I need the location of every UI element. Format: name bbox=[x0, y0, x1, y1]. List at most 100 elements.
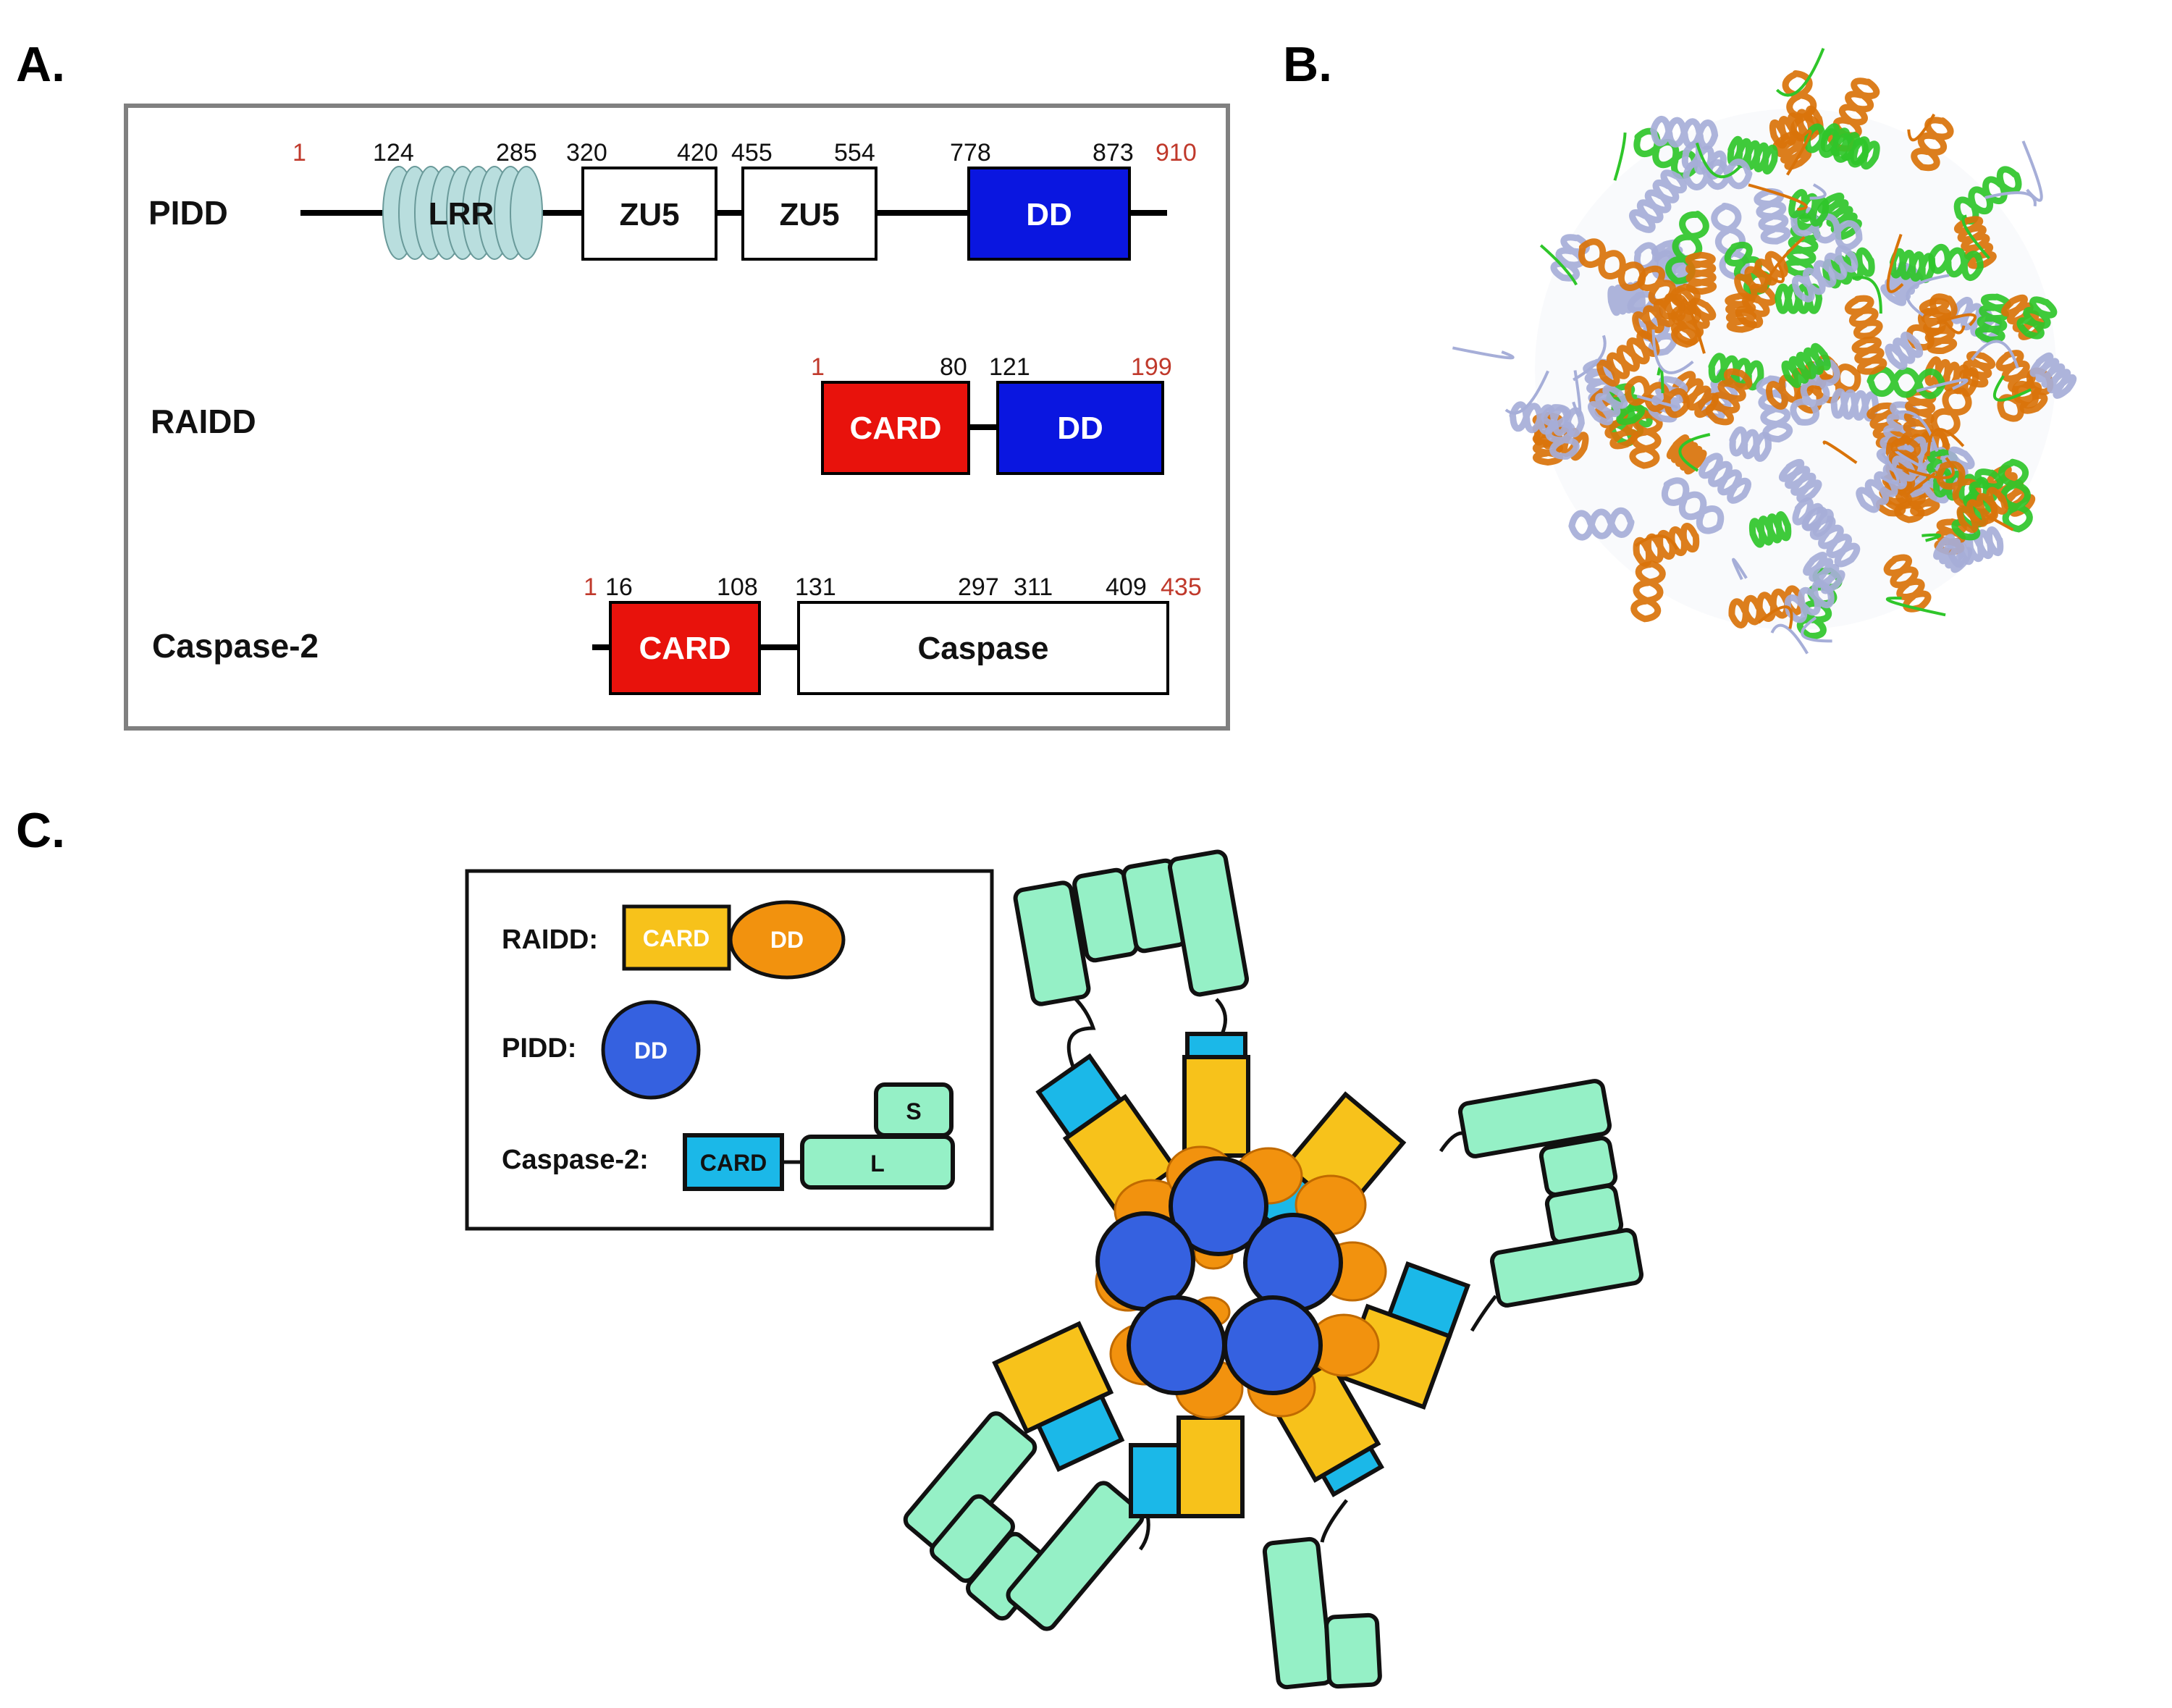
pidd-num-zu5-1-start: 320 bbox=[566, 139, 607, 167]
coil-loop bbox=[1678, 433, 1711, 472]
helix-ribbon bbox=[1754, 188, 1791, 245]
coil-loop bbox=[2021, 140, 2043, 202]
helix-ribbon bbox=[1998, 458, 2033, 533]
caspase-arm-top bbox=[1013, 849, 1250, 1006]
coil-loop bbox=[1681, 298, 1706, 354]
helix-ribbon bbox=[2029, 352, 2077, 399]
coil-loop bbox=[1921, 533, 1942, 542]
helix-ribbon bbox=[1727, 135, 1778, 174]
coil-loop bbox=[1539, 244, 1578, 286]
panel-a-domain-diagram: PIDD LRR ZU5 ZU5 DD 1 124 285 bbox=[124, 104, 1230, 731]
helix-ribbon bbox=[1933, 534, 1973, 573]
coil-loop bbox=[1785, 129, 1812, 176]
raidd-dd-label: DD bbox=[1057, 411, 1103, 446]
helix-ribbon bbox=[2016, 296, 2058, 340]
legend-caspase2-small-subunit bbox=[874, 1082, 954, 1137]
raidd-card bbox=[1182, 1055, 1250, 1158]
helix-ribbon bbox=[1974, 293, 2011, 343]
caspase2-name: Caspase-2 bbox=[152, 627, 319, 665]
caspase2-num-casp-start: 131 bbox=[795, 573, 836, 601]
panel-label-c: C. bbox=[16, 803, 65, 858]
piddosome-schematic bbox=[903, 849, 1644, 1690]
coil-loop bbox=[1573, 335, 1607, 382]
helix-ribbon bbox=[1830, 388, 1880, 422]
legend-pidd-dd-label: DD bbox=[634, 1038, 668, 1064]
caspase2-caspase-domain bbox=[797, 601, 1169, 695]
raidd-num-start: 1 bbox=[811, 353, 825, 381]
caspase-subunit bbox=[903, 1411, 1037, 1556]
legend-caspase2-card bbox=[683, 1133, 784, 1191]
raidd-row: RAIDD CARD DD 1 80 121 199 bbox=[151, 353, 1172, 475]
pidd-lrr-label: LRR bbox=[429, 196, 494, 232]
raidd-num-end: 199 bbox=[1131, 353, 1172, 381]
coil-loop bbox=[1984, 513, 2014, 531]
coil-loop bbox=[1651, 329, 1694, 374]
caspase-subunit bbox=[1167, 849, 1250, 997]
caspase-arm-bottom-left bbox=[903, 1411, 1145, 1631]
caspase2-row: Caspase-2 CARD Caspase 1 16 108 131 297 … bbox=[152, 573, 1202, 695]
pidd-dd bbox=[1223, 1295, 1323, 1395]
caspase2-num-card-start: 16 bbox=[605, 573, 633, 601]
helix-ribbon bbox=[1866, 402, 1906, 449]
pidd-num-lrr-start: 124 bbox=[373, 139, 414, 167]
helix-ribbon bbox=[1781, 342, 1831, 388]
legend-raidd-card bbox=[622, 904, 731, 971]
helix-ribbon bbox=[1725, 293, 1757, 333]
linker-right-upper bbox=[1439, 1131, 1466, 1153]
coil-loop bbox=[1942, 319, 1966, 335]
caspase2-num-297: 297 bbox=[958, 573, 999, 601]
pidd-dd bbox=[1243, 1213, 1343, 1313]
helix-ribbon bbox=[1748, 511, 1792, 548]
linker-bottom-right bbox=[1320, 1499, 1348, 1543]
helix-ribbon bbox=[1705, 368, 1753, 426]
helix-ribbon bbox=[1817, 193, 1862, 240]
ribbon-structure-image bbox=[1452, 48, 2077, 655]
helix-ribbon bbox=[1637, 265, 1687, 320]
raidd-num-card-end: 80 bbox=[940, 353, 967, 381]
caspase2-num-start: 1 bbox=[584, 573, 597, 601]
helix-ribbon bbox=[1632, 287, 1697, 340]
spoke-right bbox=[1339, 1261, 1471, 1410]
pidd-num-zu5-2-start: 455 bbox=[731, 139, 773, 167]
helix-ribbon bbox=[1661, 477, 1725, 534]
helix-ribbon bbox=[1685, 251, 1717, 295]
coil-loop bbox=[1770, 623, 1809, 655]
helix-ribbon bbox=[1956, 487, 2008, 534]
coil-loop bbox=[1906, 274, 1950, 317]
helix-ribbon bbox=[1729, 426, 1772, 462]
helix-ribbon bbox=[1851, 336, 1887, 375]
coil-loop bbox=[1504, 370, 1549, 415]
coil-loop bbox=[1970, 340, 2019, 369]
pidd-zu5-1-label: ZU5 bbox=[619, 197, 679, 232]
coil-loop bbox=[1452, 346, 1515, 360]
coil-loop bbox=[1961, 214, 1990, 260]
coil-loop bbox=[1695, 142, 1742, 179]
legend-caspase2-large-label: L bbox=[870, 1150, 885, 1177]
coil-loop bbox=[1636, 395, 1678, 409]
coil-loop bbox=[1613, 132, 1627, 181]
coil-loop bbox=[1893, 410, 1939, 453]
caspase2-num-311: 311 bbox=[1014, 573, 1053, 601]
pidd-num-dd-start: 778 bbox=[950, 139, 991, 167]
pidd-row: PIDD LRR ZU5 ZU5 DD 1 124 285 bbox=[148, 139, 1197, 261]
caspase-subunit bbox=[1262, 1536, 1334, 1690]
spoke-top bbox=[1182, 1032, 1250, 1158]
coil-loop bbox=[1992, 375, 2032, 402]
helix-ribbon bbox=[1650, 116, 1719, 150]
legend-caspase2-card-label: CARD bbox=[700, 1150, 767, 1176]
raidd-card-label: CARD bbox=[849, 411, 941, 446]
panel-label-b: B. bbox=[1283, 37, 1332, 92]
legend-caspase2-large-subunit bbox=[800, 1135, 955, 1190]
helix-ribbon bbox=[1803, 123, 1869, 168]
coil-loop bbox=[1880, 452, 1900, 485]
caspase-subunit bbox=[1457, 1079, 1612, 1158]
helix-ribbon bbox=[1630, 560, 1666, 623]
pidd-dd bbox=[967, 167, 1131, 261]
coil-loop bbox=[1634, 534, 1678, 550]
coil-loop bbox=[1904, 471, 1937, 497]
coil-loop bbox=[1916, 378, 1969, 393]
pidd-dd-label: DD bbox=[1026, 197, 1072, 232]
caspase-subunit bbox=[1013, 880, 1091, 1006]
linker-top bbox=[1215, 998, 1227, 1035]
